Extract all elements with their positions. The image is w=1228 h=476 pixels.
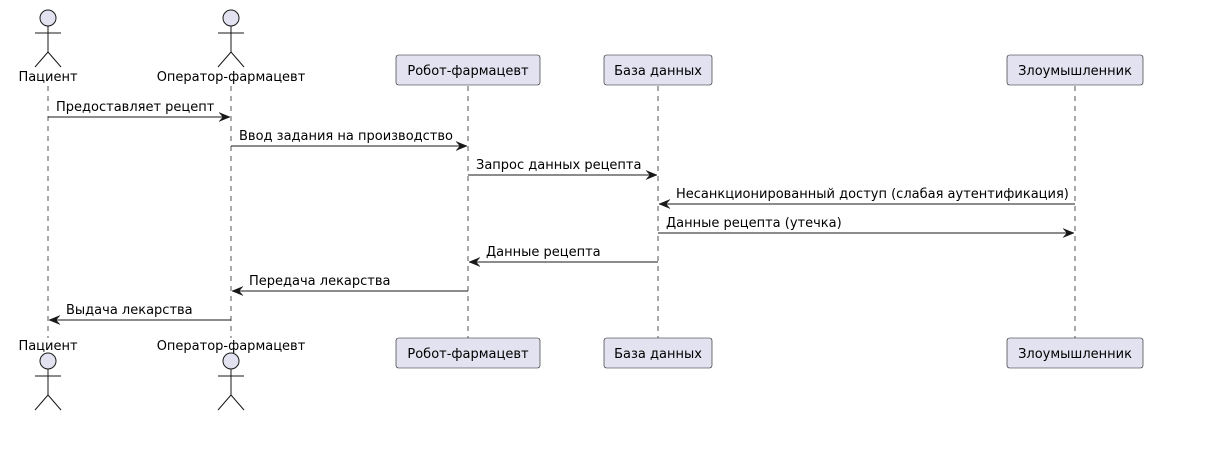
actor-leg-right [47,394,62,411]
message-label: Передача лекарства [249,274,390,289]
message-label: Выдача лекарства [66,303,193,318]
participant-box [603,54,713,86]
participant-label: База данных [614,64,702,79]
actor-leg-right [230,51,245,68]
message-label: Запрос данных рецепта [476,158,641,173]
arrowhead-icon [218,112,231,122]
actor-leg-left [217,51,232,68]
participant-robot-top: Робот-фармацевт [395,54,541,86]
message-6: Данные рецепта [468,245,658,267]
actor-head [222,352,240,370]
actor-head [39,352,57,370]
actor-operator-bottom-figure [217,352,245,411]
message-label: Данные рецепта [486,245,601,260]
message-5: Данные рецепта (утечка) [658,216,1075,238]
actor-patient-bottom-figure [34,352,62,411]
actor-head [39,9,57,27]
message-label: Несанкционированный доступ (слабая аутен… [676,187,1069,202]
actor-operator-top-figure [217,9,245,68]
arrowhead-icon [645,170,658,180]
message-1: Предоставляет рецепт [48,100,231,122]
arrowhead-icon [455,141,468,151]
message-7: Передача лекарства [231,274,468,296]
participant-robot-bottom: Робот-фармацевт [395,337,541,369]
actor-head [222,9,240,27]
message-2: Ввод задания на производство [231,129,468,151]
actor-label-patient-bottom: Пациент [18,339,78,354]
participant-label: База данных [614,347,702,362]
participant-box [395,337,541,369]
actor-leg-right [47,51,62,68]
actor-patient-top-figure [34,9,62,68]
actor-label-operator-top: Оператор-фармацевт [157,70,306,85]
participant-db-bottom: База данных [603,337,713,369]
participant-box [603,337,713,369]
participant-box [1006,337,1144,369]
participant-label: Робот-фармацевт [407,347,529,362]
arrowhead-icon [1062,228,1075,238]
arrowhead-icon [231,286,244,296]
participant-box [395,54,541,86]
participant-db-top: База данных [603,54,713,86]
participant-label: Злоумышленник [1018,64,1132,79]
message-label: Данные рецепта (утечка) [666,216,842,231]
participant-attacker-bottom: Злоумышленник [1006,337,1144,369]
actor-label-patient-top: Пациент [18,70,78,85]
actor-label-operator-bottom: Оператор-фармацевт [157,339,306,354]
actor-leg-left [217,394,232,411]
message-label: Предоставляет рецепт [56,100,215,115]
message-3: Запрос данных рецепта [468,158,658,180]
arrowhead-icon [468,257,481,267]
participant-label: Робот-фармацевт [407,64,529,79]
message-4: Несанкционированный доступ (слабая аутен… [658,187,1075,209]
arrowhead-icon [658,199,671,209]
message-label: Ввод задания на производство [239,129,453,144]
actor-leg-left [34,394,49,411]
actor-leg-right [230,394,245,411]
message-8: Выдача лекарства [48,303,231,325]
actor-leg-left [34,51,49,68]
participant-attacker-top: Злоумышленник [1006,54,1144,86]
participant-label: Злоумышленник [1018,347,1132,362]
participant-box [1006,54,1144,86]
arrowhead-icon [48,315,61,325]
